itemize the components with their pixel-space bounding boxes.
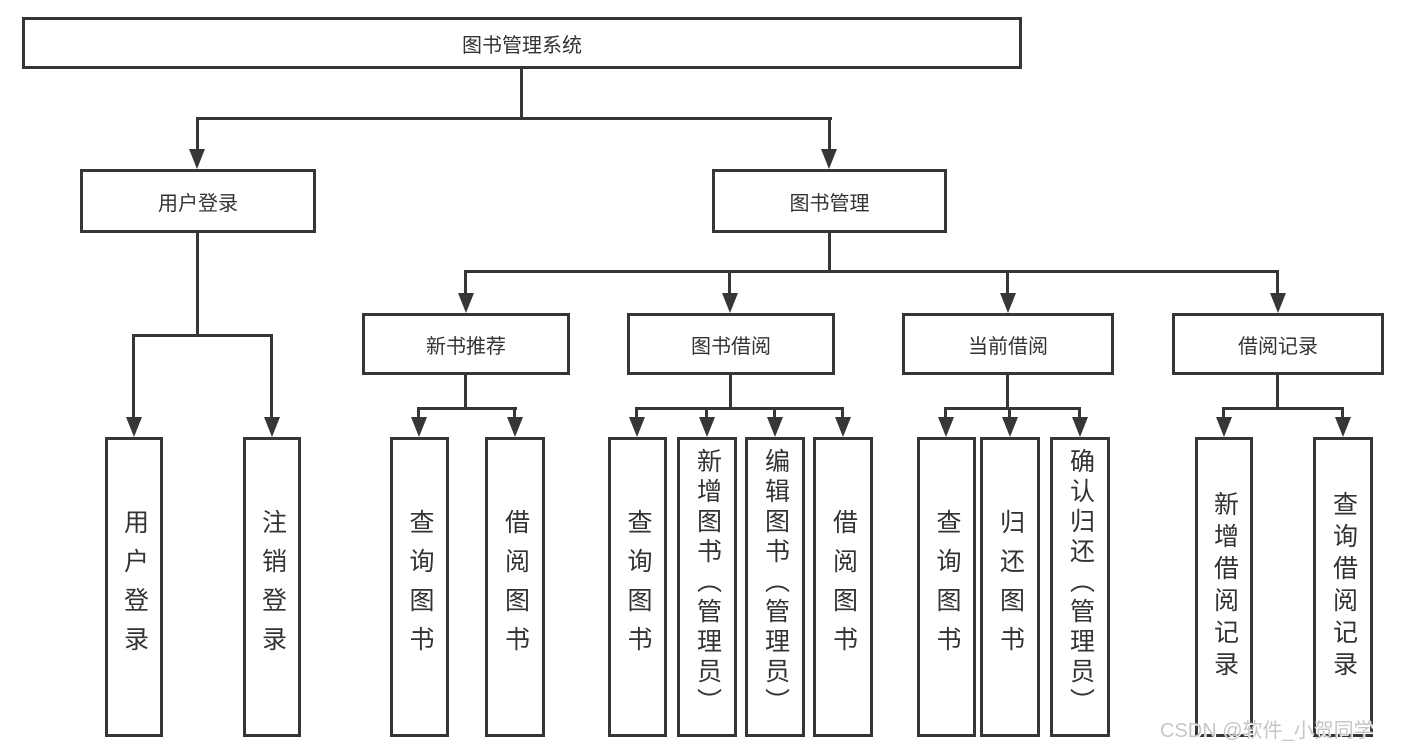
leaf-cb-confirm-return-admin-label: 确认归还（管理员） bbox=[1066, 448, 1095, 718]
leaf-br-add-record-label: 新增借阅记录 bbox=[1210, 491, 1239, 683]
arrowhead-nb-borrow bbox=[507, 417, 523, 437]
node-book-management: 图书管理 bbox=[712, 169, 947, 233]
edge-to-cb-confirm bbox=[1078, 407, 1081, 419]
edge-to-cb-query bbox=[944, 407, 947, 419]
arrowhead-cb-return bbox=[1002, 417, 1018, 437]
leaf-nb-borrow-books-label: 借阅图书 bbox=[501, 509, 530, 665]
edge-book-management-trunk bbox=[828, 233, 831, 273]
leaf-bb-borrow-books-label: 借阅图书 bbox=[829, 509, 858, 665]
edge-new-book-trunk bbox=[464, 375, 467, 410]
edge-to-logout-leaf bbox=[270, 334, 273, 419]
leaf-br-query-record-label: 查询借阅记录 bbox=[1329, 491, 1358, 683]
arrowhead-book-borrow bbox=[722, 293, 738, 313]
leaf-bb-add-books-admin: 新增图书（管理员） bbox=[677, 437, 737, 737]
node-new-book-recommend-label: 新书推荐 bbox=[426, 335, 506, 358]
edge-to-nb-query bbox=[417, 407, 420, 419]
arrowhead-cb-query bbox=[938, 417, 954, 437]
edge-to-borrow-records bbox=[1276, 270, 1279, 295]
edge-user-login-branch bbox=[132, 334, 273, 337]
arrowhead-bb-query bbox=[629, 417, 645, 437]
leaf-br-add-record: 新增借阅记录 bbox=[1195, 437, 1253, 737]
node-root-library-system: 图书管理系统 bbox=[22, 17, 1022, 69]
node-book-management-label: 图书管理 bbox=[789, 192, 870, 215]
leaf-cb-return-books: 归还图书 bbox=[980, 437, 1040, 737]
node-user-login: 用户登录 bbox=[80, 169, 316, 233]
arrowhead-bb-edit bbox=[767, 417, 783, 437]
edge-to-bb-edit bbox=[773, 407, 776, 419]
node-current-borrow: 当前借阅 bbox=[902, 313, 1114, 375]
arrowhead-bb-borrow bbox=[835, 417, 851, 437]
edge-root-trunk bbox=[520, 69, 523, 118]
leaf-nb-borrow-books: 借阅图书 bbox=[485, 437, 545, 737]
leaf-user-login: 用户登录 bbox=[105, 437, 163, 737]
arrowhead-br-add bbox=[1216, 417, 1232, 437]
edge-level3-branch bbox=[465, 270, 1279, 273]
leaf-cb-query-books-label: 查询图书 bbox=[933, 509, 961, 665]
edge-to-nb-borrow bbox=[513, 407, 516, 419]
edge-current-borrow-branch bbox=[945, 407, 1081, 410]
edge-current-borrow-trunk bbox=[1006, 375, 1009, 410]
edge-to-book-borrow bbox=[728, 270, 731, 295]
arrowhead-login-leaf bbox=[126, 417, 142, 437]
leaf-logout-label: 注销登录 bbox=[258, 509, 287, 665]
leaf-cb-query-books: 查询图书 bbox=[917, 437, 976, 737]
node-borrow-records-label: 借阅记录 bbox=[1238, 335, 1318, 358]
edge-level2-branch bbox=[196, 117, 832, 120]
edge-to-bb-add bbox=[705, 407, 708, 419]
leaf-nb-query-books-label: 查询图书 bbox=[406, 509, 434, 665]
arrowhead-br-query bbox=[1335, 417, 1351, 437]
arrowhead-book-management bbox=[821, 149, 837, 169]
leaf-bb-edit-books-admin-label: 编辑图书（管理员） bbox=[761, 448, 790, 718]
edge-to-br-query bbox=[1341, 407, 1344, 419]
edge-borrow-records-trunk bbox=[1276, 375, 1279, 410]
edge-to-current-borrow bbox=[1006, 270, 1009, 295]
edge-new-book-branch bbox=[418, 407, 517, 410]
leaf-nb-query-books: 查询图书 bbox=[390, 437, 449, 737]
node-root-label: 图书管理系统 bbox=[462, 34, 582, 57]
leaf-bb-add-books-admin-label: 新增图书（管理员） bbox=[693, 448, 722, 718]
edge-to-user-login bbox=[196, 117, 199, 151]
arrowhead-cb-confirm bbox=[1072, 417, 1088, 437]
node-book-borrow-label: 图书借阅 bbox=[691, 335, 771, 358]
leaf-cb-return-books-label: 归还图书 bbox=[996, 509, 1025, 665]
node-current-borrow-label: 当前借阅 bbox=[968, 335, 1048, 358]
leaf-cb-confirm-return-admin: 确认归还（管理员） bbox=[1050, 437, 1110, 737]
leaf-user-login-label: 用户登录 bbox=[120, 509, 149, 665]
edge-to-book-management bbox=[828, 117, 831, 151]
leaf-bb-edit-books-admin: 编辑图书（管理员） bbox=[745, 437, 805, 737]
arrowhead-current-borrow bbox=[1000, 293, 1016, 313]
edge-to-cb-return bbox=[1008, 407, 1011, 419]
arrowhead-new-book bbox=[458, 293, 474, 313]
csdn-watermark: CSDN @软件_小贺同学 bbox=[1160, 720, 1374, 742]
leaf-logout: 注销登录 bbox=[243, 437, 301, 737]
arrowhead-nb-query bbox=[411, 417, 427, 437]
arrowhead-user-login bbox=[189, 149, 205, 169]
leaf-bb-borrow-books: 借阅图书 bbox=[813, 437, 873, 737]
node-book-borrow: 图书借阅 bbox=[627, 313, 835, 375]
node-new-book-recommend: 新书推荐 bbox=[362, 313, 570, 375]
edge-user-login-trunk bbox=[196, 233, 199, 337]
edge-to-bb-borrow bbox=[841, 407, 844, 419]
arrowhead-bb-add bbox=[699, 417, 715, 437]
leaf-bb-query-books: 查询图书 bbox=[608, 437, 667, 737]
edge-to-login-leaf bbox=[132, 334, 135, 419]
arrowhead-borrow-records bbox=[1270, 293, 1286, 313]
edge-to-bb-query bbox=[635, 407, 638, 419]
edge-book-borrow-branch bbox=[636, 407, 844, 410]
leaf-bb-query-books-label: 查询图书 bbox=[624, 509, 652, 665]
leaf-br-query-record: 查询借阅记录 bbox=[1313, 437, 1373, 737]
node-user-login-label: 用户登录 bbox=[158, 192, 238, 215]
edge-to-br-add bbox=[1222, 407, 1225, 419]
edge-book-borrow-trunk bbox=[729, 375, 732, 410]
edge-to-new-book bbox=[464, 270, 467, 295]
arrowhead-logout-leaf bbox=[264, 417, 280, 437]
edge-borrow-records-branch bbox=[1223, 407, 1344, 410]
node-borrow-records: 借阅记录 bbox=[1172, 313, 1384, 375]
